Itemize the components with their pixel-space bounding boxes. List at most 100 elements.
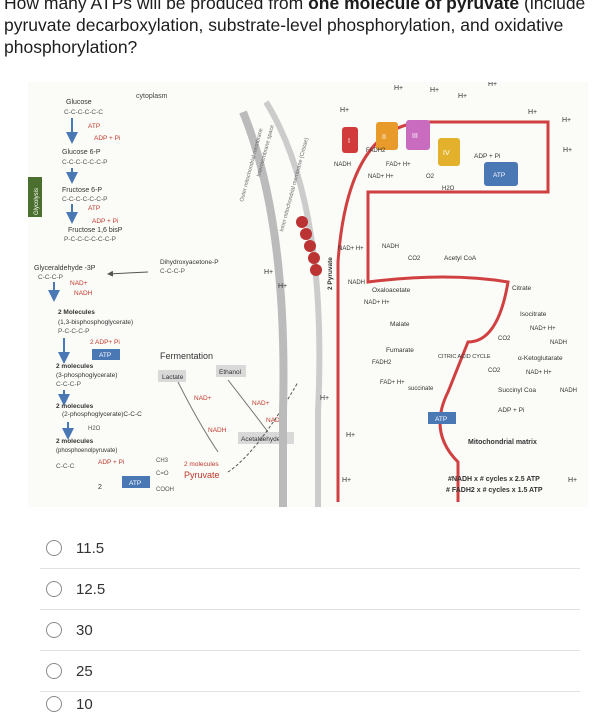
complex-i-label: I <box>348 138 350 145</box>
option-11-5[interactable]: 11.5 <box>40 528 580 568</box>
nadh-ferm-1: NADH <box>208 427 227 434</box>
nad-1: NAD+ <box>70 280 88 287</box>
ccc-label: C-C-C <box>56 463 75 470</box>
h2o-etc: H2O <box>442 186 455 192</box>
fructose16bp-chain: P-C-C-C-C-C-C-P <box>64 236 116 243</box>
h2o-label: H2O <box>88 426 101 432</box>
fad-h-etc: FAD+ H+ <box>386 162 411 168</box>
pyruvate-vertical: 2 Pyruvate <box>327 257 334 290</box>
dhap-label: Dihydroxyacetone-P <box>160 259 219 266</box>
question-text: How many ATPs will be produced from one … <box>4 0 594 58</box>
h-plus-6: H+ <box>528 109 537 116</box>
h-plus-13: H+ <box>342 477 351 484</box>
outer-membrane <box>239 110 288 507</box>
h-plus-8: H+ <box>563 147 572 154</box>
formula-1: #NADH x # cycles x 2.5 ATP <box>448 476 540 483</box>
pep-label-a: 2 molecules <box>56 438 94 445</box>
lactate-label: Lactate <box>162 374 184 381</box>
dhap-chain: C-C-C-P <box>160 268 185 275</box>
acetyl-coa: Acetyl CoA <box>444 255 477 262</box>
co2-krebs-3: CO2 <box>488 368 501 374</box>
h-plus-11: H+ <box>320 395 329 402</box>
malate-label: Malate <box>390 321 410 328</box>
ch3-label: CH3 <box>156 458 169 464</box>
ferm-arc-2 <box>227 379 269 433</box>
complex-iii-label: III <box>412 133 418 140</box>
succinate-label: succinate <box>408 386 434 392</box>
citrate-label: Citrate <box>512 285 532 292</box>
lactate-box <box>158 370 186 382</box>
pep-label-b: (phosphoenolpyruvate) <box>56 448 117 454</box>
answer-options: 11.5 12.5 30 25 10 <box>40 528 580 716</box>
nad-ferm-1: NAD+ <box>194 395 212 402</box>
nadh-krebs-2: NADH <box>348 280 365 286</box>
glucose-chain: C-C-C-C-C-C <box>64 109 103 116</box>
two-adp-pi: 2 ADP+ Pi <box>90 339 120 346</box>
h-plus-12: H+ <box>346 432 355 439</box>
h-plus-7: H+ <box>562 117 571 124</box>
adp-pi-3: ADP + Pi <box>98 459 124 466</box>
cooh-label: COOH <box>156 487 174 493</box>
ethanol-label: Ethanol <box>219 369 242 376</box>
adp-pi-2: ADP + Pi <box>92 218 118 225</box>
radio-button[interactable] <box>46 622 62 638</box>
co2-krebs-2: CO2 <box>498 336 511 342</box>
h-plus-4: H+ <box>458 93 467 100</box>
option-label: 12.5 <box>76 580 106 598</box>
complex-ii-label: II <box>382 134 386 141</box>
option-label: 30 <box>76 621 93 639</box>
arrow-dhap <box>107 270 149 277</box>
complex-i <box>342 127 358 153</box>
complex-iii <box>406 120 430 150</box>
fadh2-etc: FADH2 <box>366 148 386 154</box>
pg3-label-b: (3-phosphoglycerate) <box>56 372 117 379</box>
inner-membrane <box>263 100 323 507</box>
fermentation-label: Fermentation <box>160 351 213 361</box>
citric-acid-cycle: CITRIC ACID CYCLE <box>438 354 491 360</box>
nadh-etc: NADH <box>334 162 351 168</box>
two-pyruvate-a: 2 molecules <box>184 461 219 468</box>
pg3-label-a: 2 molecules <box>56 363 94 370</box>
nad-h-krebs-4: NAD+ H+ <box>526 370 552 376</box>
fumarate-label: Fumarate <box>386 347 414 354</box>
nadh-krebs-3: NADH <box>550 340 567 346</box>
nadh-1: NADH <box>74 290 93 297</box>
h-plus-14: H+ <box>568 477 577 484</box>
option-30[interactable]: 30 <box>40 609 580 650</box>
g3p-chain: C-C-C-P <box>38 274 63 281</box>
succinyl-coa-label: Succinyl Coa <box>498 387 536 394</box>
glucose6p-label: Glucose 6-P <box>62 149 101 156</box>
nad-h-etc: NAD+ H+ <box>368 174 394 180</box>
option-label: 10 <box>76 695 93 713</box>
complex-ii <box>376 122 398 150</box>
radio-button[interactable] <box>46 540 62 556</box>
atp-box-1 <box>92 349 120 360</box>
atp-2: ATP <box>88 205 100 212</box>
atp-box-1-label: ATP <box>99 352 111 359</box>
complex-iv <box>438 138 460 166</box>
h-plus-5: H+ <box>488 82 497 88</box>
adp-pi-1: ADP + Pi <box>94 135 120 142</box>
option-12-5[interactable]: 12.5 <box>40 568 580 609</box>
g3p-label: Glyceraldehyde -3P <box>34 265 96 272</box>
option-25[interactable]: 25 <box>40 650 580 691</box>
atp-box-krebs-label: ATP <box>435 416 447 423</box>
fadh2-krebs: FADH2 <box>372 360 392 366</box>
two-molecules-label: 2 Molecules <box>58 309 95 316</box>
two-pyruvate-b: Pyruvate <box>184 470 220 480</box>
question-bold: one molecule of pyruvate <box>308 0 520 13</box>
option-label: 25 <box>76 662 93 680</box>
radio-button[interactable] <box>46 663 62 679</box>
option-label: 11.5 <box>76 539 105 557</box>
atp-synthase-label: ATP <box>493 172 505 179</box>
h-plus-1: H+ <box>340 107 349 114</box>
complex-iv-label: IV <box>443 150 450 157</box>
mito-matrix-label: Mitochondrial matrix <box>468 439 537 446</box>
cytoplasm-label: cytoplasm <box>136 93 168 100</box>
atp-box-2-label: ATP <box>129 480 141 487</box>
fructose16bp-label: Fructose 1,6 bisP <box>68 227 123 234</box>
radio-button[interactable] <box>46 696 62 712</box>
option-10[interactable]: 10 <box>40 691 580 716</box>
radio-button[interactable] <box>46 581 62 597</box>
nadh-ferm-2: NADH <box>266 417 285 424</box>
